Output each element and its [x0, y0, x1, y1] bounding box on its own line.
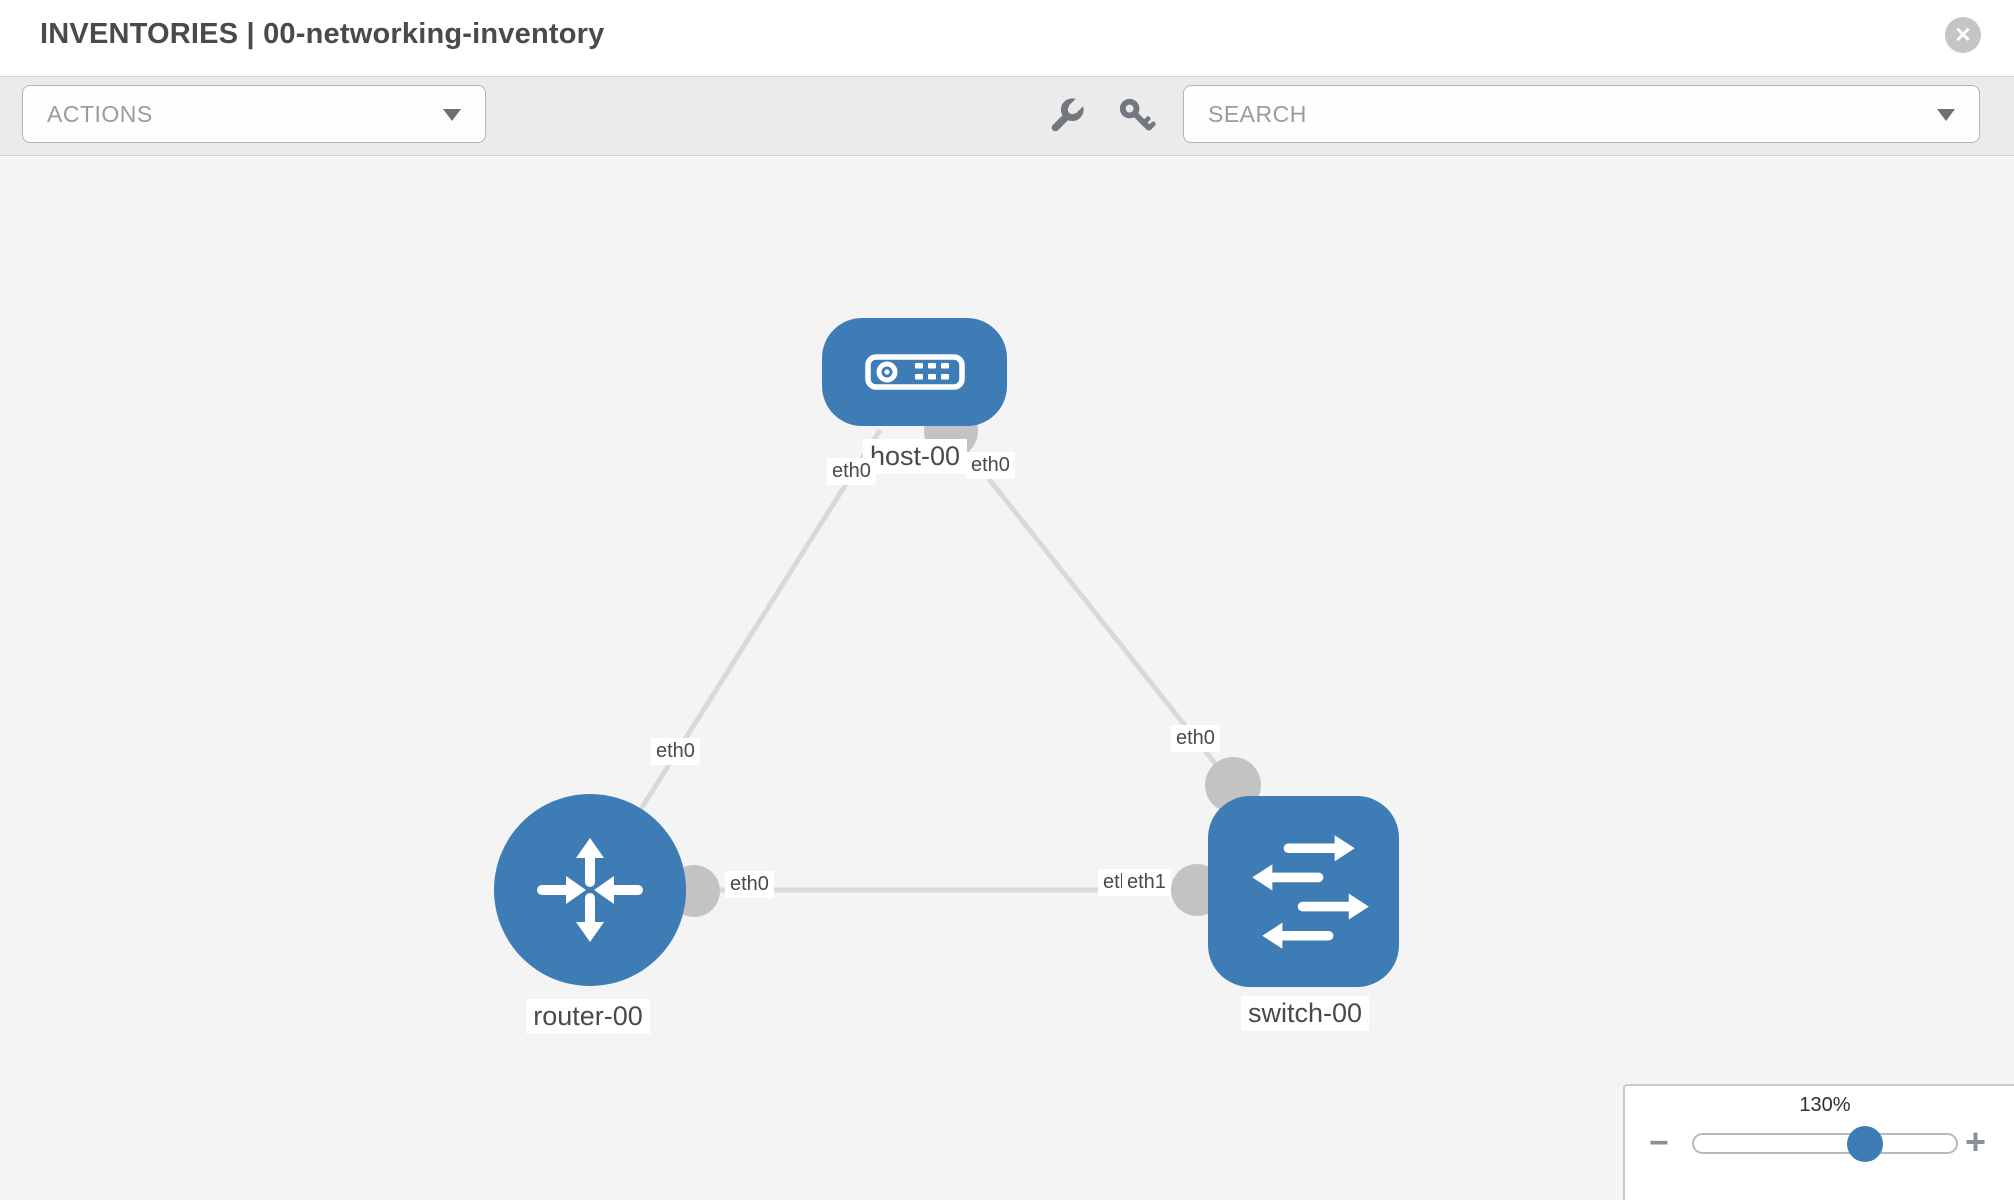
iface-label-host-eth0-right: eth0	[966, 452, 1015, 479]
iface-label-router-link-eth0: eth0	[651, 738, 700, 765]
plus-icon: +	[1965, 1121, 1987, 1162]
iface-label-switch-top-eth0: eth0	[1171, 725, 1220, 752]
actions-dropdown[interactable]: ACTIONS	[22, 85, 486, 143]
zoom-out-button[interactable]: −	[1649, 1126, 1669, 1160]
close-button[interactable]: ✕	[1945, 17, 1981, 53]
zoom-in-button[interactable]: +	[1965, 1124, 1986, 1160]
zoom-slider-track[interactable]	[1692, 1133, 1958, 1154]
header: INVENTORIES | 00-networking-inventory ✕	[0, 0, 2014, 76]
search-input[interactable]: SEARCH	[1183, 85, 1980, 143]
iface-label-router-eth0: eth0	[725, 871, 774, 898]
zoom-level: 130%	[1799, 1094, 1851, 1116]
node-host-00[interactable]	[822, 318, 1007, 426]
zoom-slider-thumb[interactable]	[1847, 1126, 1883, 1162]
node-switch-00[interactable]	[1208, 796, 1399, 987]
node-label-switch-00: switch-00	[1240, 996, 1370, 1031]
switch-icon	[1252, 835, 1369, 949]
toolbar: ACTIONS SEARCH	[0, 76, 2014, 156]
actions-dropdown-label: ACTIONS	[47, 100, 153, 127]
caret-down-icon	[1937, 109, 1955, 121]
wrench-icon	[1051, 93, 1089, 132]
page-title: INVENTORIES | 00-networking-inventory	[40, 18, 605, 50]
node-router-00[interactable]	[494, 794, 686, 986]
iface-label-switch-eth1: eth1	[1122, 869, 1171, 896]
iface-label-host-eth0-left: eth0	[827, 458, 876, 485]
close-icon: ✕	[1954, 23, 1972, 47]
node-label-router-00: router-00	[526, 999, 650, 1034]
credentials-button[interactable]	[1117, 97, 1157, 137]
topology-canvas[interactable]	[0, 156, 2014, 1200]
host-icon	[864, 354, 965, 390]
tools-button[interactable]	[1047, 93, 1089, 137]
key-icon	[1119, 98, 1156, 131]
search-placeholder: SEARCH	[1208, 100, 1307, 127]
node-label-host-00: host-00	[862, 439, 968, 474]
minus-icon: −	[1649, 1124, 1669, 1162]
router-icon	[537, 838, 643, 942]
caret-down-icon	[443, 109, 461, 121]
zoom-control-panel: 130% − +	[1623, 1084, 2014, 1200]
